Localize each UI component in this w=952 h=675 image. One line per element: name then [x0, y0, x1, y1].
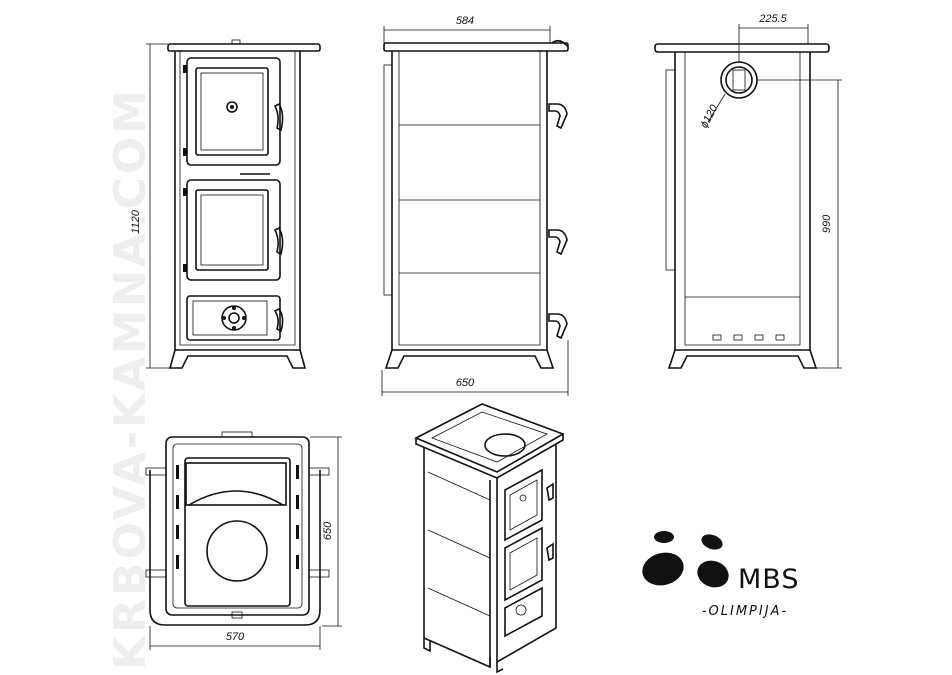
top-view: 650 570 — [145, 431, 342, 650]
side-view: 584 650 — [381, 15, 569, 396]
top-width-dimension: 570 — [226, 631, 245, 643]
model-name: -OLIMPIJA- — [702, 604, 788, 619]
rear-flue-height-dimension: 990 — [821, 214, 833, 233]
rear-view: 225.5 ϕ120 990 — [654, 13, 842, 369]
logo-blob-large — [642, 552, 684, 586]
brand-logo: MBS -OLIMPIJA- — [642, 531, 799, 619]
top-depth-dimension: 650 — [322, 521, 334, 540]
front-height-dimension: 1120 — [130, 209, 142, 234]
brand-name: MBS — [738, 564, 799, 595]
rear-flue-offset-dimension: 225.5 — [758, 13, 787, 25]
watermark: KRBOVA-KAMNA.COM — [105, 87, 156, 670]
isometric-view — [414, 403, 565, 674]
side-bottom-width-dimension: 650 — [456, 377, 475, 389]
logo-blob-mid — [701, 534, 723, 550]
logo-blob-small — [654, 531, 674, 543]
side-top-width-dimension: 584 — [456, 15, 474, 27]
front-view: 1120 — [130, 39, 321, 369]
logo-blob-right — [697, 560, 729, 588]
